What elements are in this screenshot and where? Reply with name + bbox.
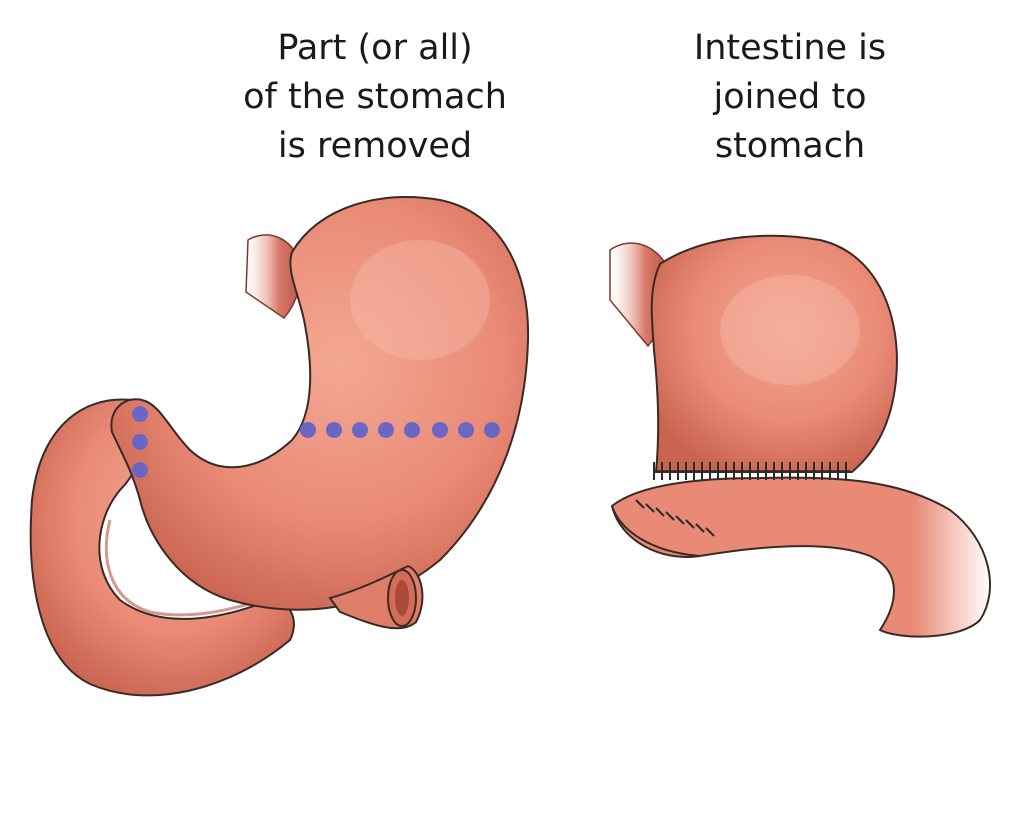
stomach-after-icon — [609, 234, 991, 638]
cut-line-horizontal — [300, 422, 500, 438]
cut-line-vertical — [132, 406, 148, 478]
intestine-loop-right — [610, 476, 991, 638]
stomach-remnant-right — [650, 234, 898, 473]
caption-intestine-joined-to-stomach: Intestine is joined to stomach — [693, 28, 887, 166]
stomach-before-icon — [29, 196, 530, 697]
stomach-body-left — [110, 196, 530, 611]
duodenum-left — [29, 398, 295, 697]
suture-line — [653, 462, 850, 480]
caption-part-of-stomach-removed: Part (or all) of the stomach is removed — [243, 28, 507, 166]
staple-line-end — [635, 499, 715, 537]
